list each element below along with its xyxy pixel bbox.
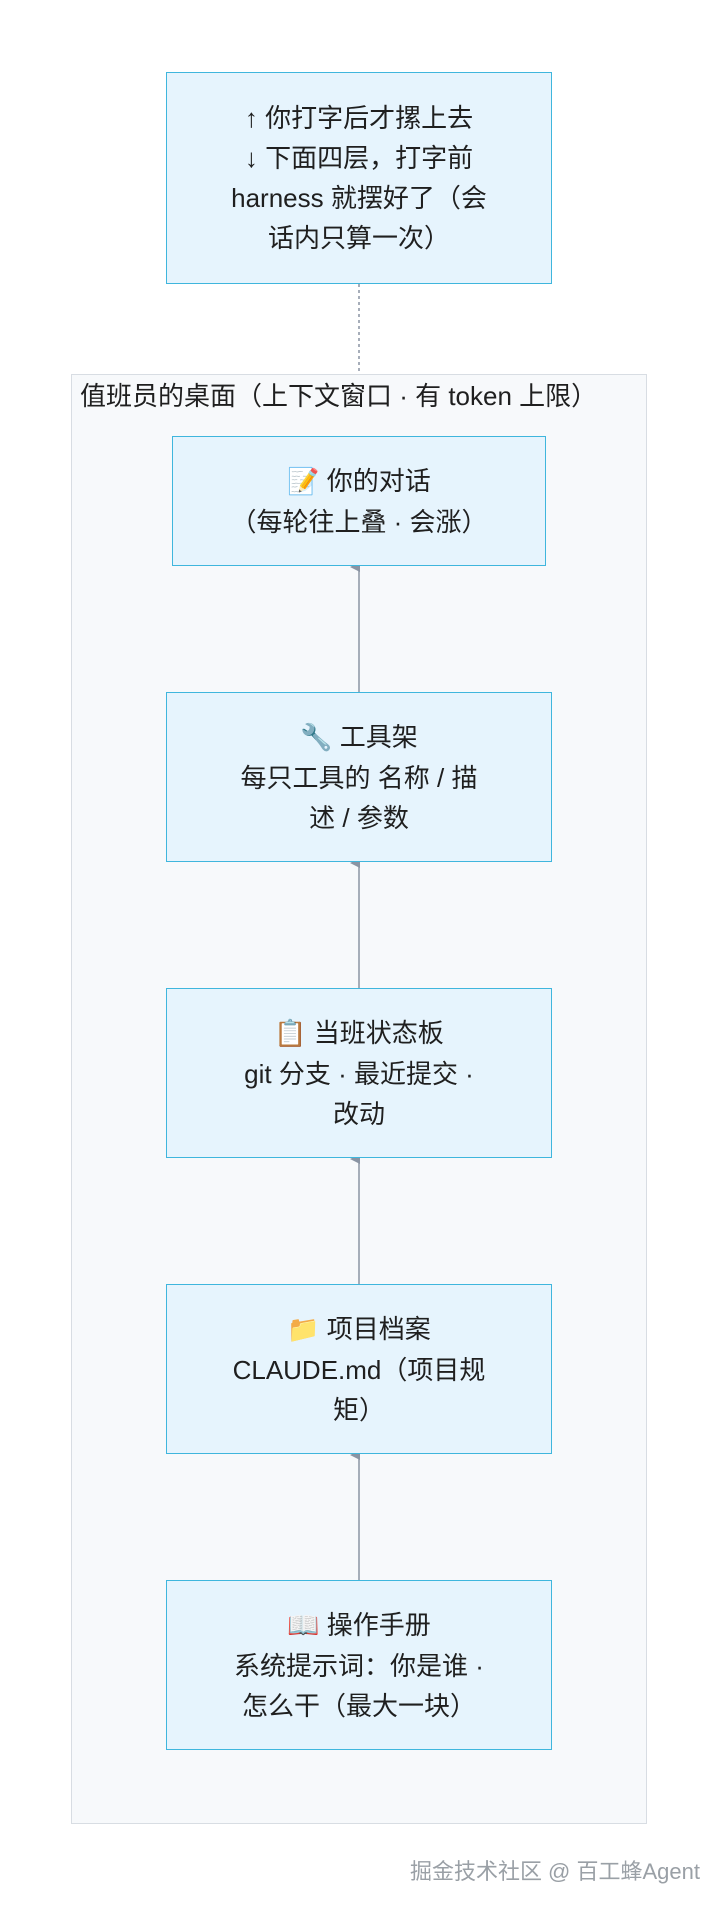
- top-note-box: ↑ 你打字后才摞上去 ↓ 下面四层，打字前 harness 就摆好了（会 话内只…: [166, 72, 552, 284]
- layer-title: 工具架: [339, 721, 418, 752]
- folder-icon: 📁: [287, 1314, 320, 1345]
- layer-tool-shelf: 🔧 工具架 每只工具的 名称 / 描 述 / 参数: [166, 692, 552, 862]
- wrench-icon: 🔧: [300, 722, 333, 753]
- book-icon: 📖: [287, 1610, 320, 1641]
- top-note-line: 话内只算一次）: [267, 223, 450, 253]
- layer-desc: 怎么干（最大一块）: [241, 1690, 476, 1721]
- memo-icon: 📝: [287, 466, 320, 497]
- layer-desc: 改动: [332, 1098, 385, 1129]
- watermark: 掘金技术社区 @ 百工蜂Agent: [409, 1859, 700, 1884]
- layer-desc: 每只工具的 名称 / 描: [240, 762, 478, 793]
- layer-desc: 矩）: [332, 1394, 385, 1425]
- layer-title: 操作手册: [326, 1609, 431, 1640]
- desk-title: 值班员的桌面（上下文窗口 · 有 token 上限）: [80, 381, 598, 411]
- layer-operations-manual: 📖 操作手册 系统提示词：你是谁 · 怎么干（最大一块）: [166, 1580, 552, 1750]
- layer-desc: git 分支 · 最近提交 ·: [244, 1058, 474, 1089]
- top-note-line: harness 就摆好了（会: [231, 183, 487, 213]
- layer-title: 你的对话: [326, 465, 431, 496]
- layer-project-archive: 📁 项目档案 CLAUDE.md（项目规 矩）: [166, 1284, 552, 1454]
- layer-conversation: 📝 你的对话 （每轮往上叠 · 会涨）: [172, 436, 546, 566]
- clipboard-icon: 📋: [274, 1018, 307, 1049]
- layer-status-board: 📋 当班状态板 git 分支 · 最近提交 · 改动: [166, 988, 552, 1158]
- layer-desc: 系统提示词：你是谁 ·: [234, 1650, 484, 1681]
- layer-title: 当班状态板: [313, 1017, 444, 1048]
- layer-desc: 述 / 参数: [309, 802, 409, 833]
- layer-title: 项目档案: [326, 1313, 431, 1344]
- top-note-line: ↓ 下面四层，打字前: [244, 143, 474, 173]
- top-note-line: ↑ 你打字后才摞上去: [244, 103, 474, 133]
- layer-desc: （每轮往上叠 · 会涨）: [230, 506, 488, 537]
- layer-desc: CLAUDE.md（项目规: [232, 1354, 486, 1385]
